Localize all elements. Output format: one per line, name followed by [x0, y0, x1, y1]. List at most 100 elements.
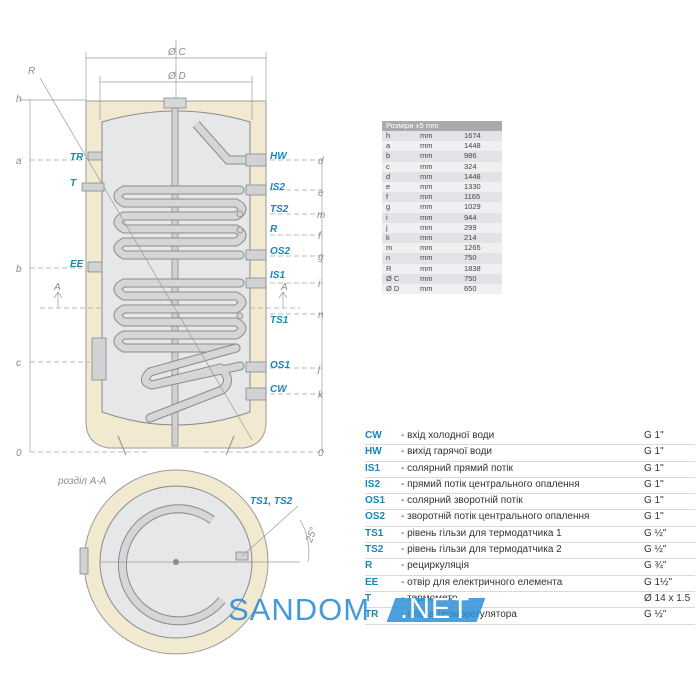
dimensions-cell-unit: mm	[416, 253, 460, 264]
legend-desc: - прямий потік центрального опалення	[401, 478, 580, 490]
legend-code: TS2	[365, 544, 384, 556]
dimensions-cell-unit: mm	[416, 273, 460, 285]
dim-label-e: e	[318, 188, 324, 199]
section-view: розділ А-А TS1, TS2 25°	[57, 469, 320, 655]
dim-label-f: f	[318, 231, 322, 242]
legend-size: G ½"	[644, 527, 667, 539]
dimensions-cell-unit: mm	[416, 141, 460, 152]
dimensions-cell-unit: mm	[416, 222, 460, 234]
anode-rod	[171, 107, 179, 447]
dimensions-cell-key: Ø D	[382, 284, 416, 295]
legend-size: G 1"	[644, 495, 664, 507]
dimensions-cell-unit: mm	[416, 263, 460, 274]
legend-size: G ½"	[644, 544, 667, 556]
legend-size: G 1½"	[644, 576, 673, 588]
section-label-ts: TS1, TS2	[250, 496, 293, 507]
section-angle: 25°	[304, 526, 320, 545]
dimensions-cell-value: 214	[460, 233, 502, 244]
dimensions-cell-key: a	[382, 141, 416, 152]
legend-size: Ø 14 x 1.5	[644, 592, 691, 604]
top-port	[163, 97, 187, 109]
legend-size: G 1"	[644, 446, 664, 458]
dimensions-cell-key: f	[382, 192, 416, 203]
dimensions-cell-key: j	[382, 222, 416, 234]
dim-label-d: d	[318, 156, 324, 167]
legend-desc: - рівень гільзи для термодатчика 2	[401, 544, 562, 556]
legend-code: TR	[365, 609, 379, 621]
dimensions-cell-value: 986	[460, 151, 502, 162]
dimensions-cell-value: 299	[460, 222, 502, 234]
dimensions-cell-value: 750	[460, 273, 502, 285]
dimensions-cell-key: h	[382, 131, 416, 142]
dim-label-k: k	[318, 390, 324, 401]
dim-label-zero-left: 0	[16, 448, 22, 459]
dimensions-cell-key: R	[382, 263, 416, 274]
legend-code: OS1	[365, 495, 386, 507]
legend-size: G ½"	[644, 609, 667, 621]
dimensions-cell-key: k	[382, 233, 416, 244]
dimensions-cell-unit: mm	[416, 233, 460, 244]
tank-legs	[117, 435, 235, 456]
right-connections	[236, 153, 267, 401]
dimensions-cell-unit: mm	[416, 192, 460, 203]
watermark-suffix: .NET	[400, 593, 471, 625]
dim-label-oc: Ø C	[167, 47, 187, 58]
legend-code: TS1	[365, 527, 384, 539]
dimensions-cell-key: b	[382, 151, 416, 162]
conn-label-cw: CW	[270, 384, 288, 395]
dimensions-cell-value: 1448	[460, 141, 502, 152]
conn-label-os2: OS2	[270, 246, 290, 257]
legend-desc: - вхід холодної води	[401, 430, 495, 441]
dimensions-cell-key: c	[382, 161, 416, 172]
dimensions-table-header: Розміри ±5 mm	[382, 121, 502, 131]
dim-label-j: j	[316, 364, 321, 375]
left-connections	[81, 151, 107, 381]
legend-code: T	[365, 592, 372, 604]
dimensions-cell-value: 750	[460, 253, 502, 264]
dimensions-cell-unit: mm	[416, 151, 460, 162]
section-marker-left: A	[53, 282, 61, 293]
lower-coil	[113, 278, 247, 423]
legend-desc: - отвір для електричного елемента	[401, 576, 563, 588]
dimensions-cell-key: g	[382, 202, 416, 213]
dimensions-cell-value: 1448	[460, 171, 502, 183]
dimensions-cell-key: e	[382, 182, 416, 193]
legend-row: OS2- зворотній потік центрального опален…	[365, 510, 695, 527]
conn-label-os1: OS1	[270, 360, 290, 371]
dimensions-cell-key: m	[382, 243, 416, 254]
dimensions-cell-value: 1674	[460, 131, 502, 142]
legend-code: OS2	[365, 511, 386, 523]
dim-label-b: b	[16, 264, 22, 275]
dimensions-cell-key: d	[382, 171, 416, 183]
section-port-left	[79, 547, 89, 575]
dimensions-cell-value: 1165	[460, 192, 502, 203]
conn-label-tr: TR	[70, 152, 84, 163]
side-view: Ø C Ø D R h a b c 0 d e m f g i n j k 0 …	[16, 40, 325, 459]
dim-label-i: i	[318, 279, 321, 290]
dim-label-n: n	[318, 310, 324, 321]
